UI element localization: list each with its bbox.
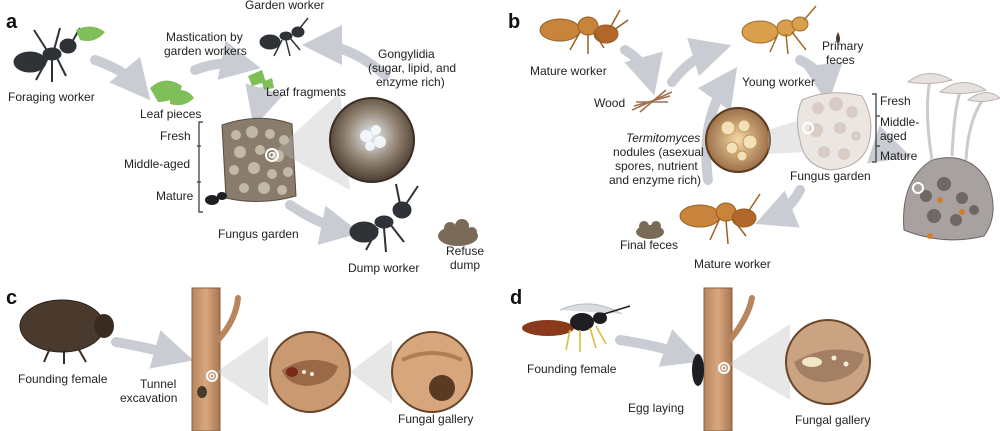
label-gongylidia-2: (sugar, lipid, and <box>368 61 456 75</box>
panel-letter-a: a <box>6 11 18 33</box>
mature-termite-bottom-icon <box>679 193 761 245</box>
young-termite-icon <box>741 5 817 55</box>
leaf-pieces-icon <box>150 80 194 106</box>
tree-trunk-d <box>692 287 755 431</box>
zoom-cone-d <box>728 324 790 400</box>
final-feces-icon <box>636 221 664 239</box>
label-fresh-a: Fresh <box>160 129 191 143</box>
label-founding-female-c: Founding female <box>18 372 108 386</box>
leaf-fragments-icon <box>248 70 274 90</box>
age-bracket-b <box>872 93 877 163</box>
label-mature-a: Mature <box>156 189 194 203</box>
label-fungus-garden-b: Fungus garden <box>790 169 871 183</box>
label-termitomyces: Termitomyces <box>626 131 700 145</box>
ant-fungus-garden <box>205 117 297 205</box>
arrow-beetle-to-tree <box>111 330 194 369</box>
tree-trunk-c <box>191 287 241 431</box>
label-leaf-pieces: Leaf pieces <box>140 107 201 121</box>
label-egg-laying: Egg laying <box>628 401 684 415</box>
arrow-wood-to-young <box>667 37 732 87</box>
label-garden-worker: Garden worker <box>245 0 324 12</box>
panel-b-arrows <box>620 37 912 228</box>
label-fresh-b: Fresh <box>880 94 911 108</box>
arrow-garden-to-dump <box>285 200 361 245</box>
label-fungal-gallery-c: Fungal gallery <box>398 412 473 426</box>
label-nodules-3: and enzyme rich) <box>609 173 701 187</box>
label-founding-female-d: Founding female <box>527 362 617 376</box>
panel-b: b <box>508 5 1000 271</box>
wasp-icon <box>522 303 631 352</box>
label-nodules-2: spores, nutrient <box>615 159 698 173</box>
panel-a: a <box>6 0 484 275</box>
panel-letter-d: d <box>510 287 522 309</box>
label-foraging-worker: Foraging worker <box>8 90 95 104</box>
arrow-leaf-to-mastication <box>190 40 261 80</box>
refuse-dump-icon <box>438 219 478 246</box>
label-fungal-gallery-d: Fungal gallery <box>795 413 870 427</box>
arrow-fragments-to-garden <box>245 83 284 128</box>
beetle-icon <box>19 299 114 364</box>
carried-leaf-icon <box>76 26 105 41</box>
label-middle-aged-a: Middle-aged <box>124 157 190 171</box>
label-primary-2: feces <box>826 53 855 67</box>
label-leaf-fragments: Leaf fragments <box>266 85 346 99</box>
arrow-young-to-feces <box>795 55 843 104</box>
label-tunnel-1: Tunnel <box>140 377 176 391</box>
panel-c: c Founding female Tunnel excav <box>6 287 473 431</box>
label-middle-b-2: aged <box>880 129 907 143</box>
termitomyces-magnifier <box>705 107 771 173</box>
label-mature-b: Mature <box>880 149 918 163</box>
label-wood: Wood <box>594 96 625 110</box>
arrow-mature-to-wood <box>620 45 663 96</box>
label-mature-worker-top: Mature worker <box>530 64 607 78</box>
small-worker-ant-icon <box>205 192 227 205</box>
arrow-forager-to-leaf <box>90 55 151 101</box>
arrow-gongylidia-to-worker <box>302 25 390 80</box>
wood-sticks-icon <box>631 89 673 113</box>
dump-worker-ant-icon <box>349 183 419 253</box>
label-middle-b-1: Middle- <box>880 115 919 129</box>
panel-letter-c: c <box>6 287 17 309</box>
label-young-worker: Young worker <box>742 75 815 89</box>
panel-letter-b: b <box>508 11 520 33</box>
termite-fungus-garden <box>796 92 872 171</box>
zoom-cone-b <box>768 118 806 154</box>
primary-feces-icon <box>836 32 840 44</box>
zoom-cone-c2 <box>350 340 392 404</box>
age-bracket-a <box>198 121 203 213</box>
arrow-garden-to-mature <box>755 185 805 228</box>
mature-termite-top-icon <box>539 9 629 54</box>
zoom-cone-c1 <box>216 336 268 406</box>
label-gongylidia-1: Gongylidia <box>378 47 435 61</box>
gongylidia-magnifier <box>329 97 415 183</box>
zoom-cone-a <box>276 92 350 190</box>
label-dump-worker: Dump worker <box>348 261 419 275</box>
termite-mound-icon <box>903 73 1000 241</box>
fungal-gallery-magnifier-c <box>391 331 473 413</box>
label-refuse-2: dump <box>450 258 480 272</box>
label-tunnel-2: excavation <box>120 391 177 405</box>
label-gongylidia-3: enzyme rich) <box>376 75 445 89</box>
panel-a-arrows <box>90 25 390 245</box>
label-mastication-2: garden workers <box>164 44 247 58</box>
label-mature-worker-bottom: Mature worker <box>694 257 771 271</box>
label-mastication-1: Mastication by <box>166 30 243 44</box>
arrow-wasp-to-tree <box>615 329 704 367</box>
mushroom-icon <box>925 79 986 161</box>
label-final-feces: Final feces <box>620 238 678 252</box>
label-primary-1: Primary <box>822 39 863 53</box>
garden-worker-ant-icon <box>259 17 309 57</box>
label-fungus-garden-a: Fungus garden <box>218 227 299 241</box>
label-nodules-1: nodules (asexual <box>613 145 704 159</box>
foraging-ant-icon <box>13 27 81 82</box>
arrow-garden-to-mound <box>866 125 912 164</box>
label-refuse-1: Refuse <box>446 244 484 258</box>
panel-d: d Founding female Egg laying Fungal <box>510 287 871 431</box>
